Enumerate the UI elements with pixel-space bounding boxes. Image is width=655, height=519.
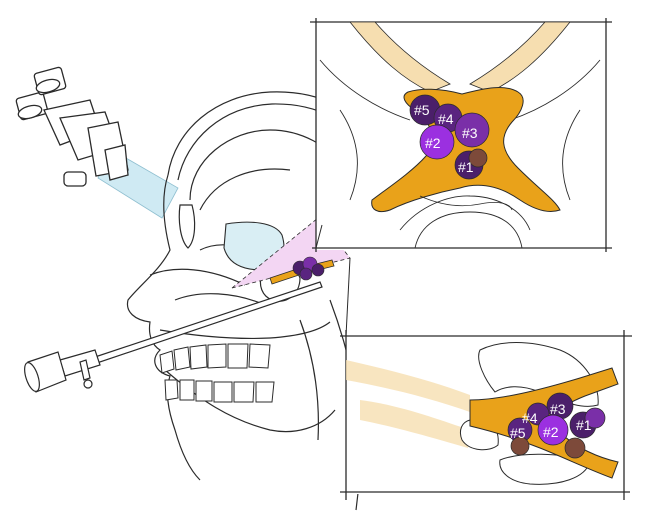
label-top-4: #4 — [438, 111, 454, 127]
label-top-5: #5 — [414, 102, 430, 118]
label-top-3: #3 — [462, 125, 478, 141]
top-inset: #5 #4 #3 #2 #1 — [310, 18, 612, 252]
label-bottom-5: #5 — [510, 425, 526, 441]
label-top-2: #2 — [425, 135, 441, 151]
label-bottom-1: #1 — [576, 417, 592, 433]
label-top-1: #1 — [458, 159, 474, 175]
label-bottom-2: #2 — [543, 424, 559, 440]
bottom-inset: #3 #4 #5 #2 #1 — [340, 330, 632, 500]
teeth — [160, 344, 274, 402]
label-bottom-3: #3 — [550, 401, 566, 417]
label-bottom-4: #4 — [522, 410, 538, 426]
microscope-icon — [16, 67, 178, 218]
